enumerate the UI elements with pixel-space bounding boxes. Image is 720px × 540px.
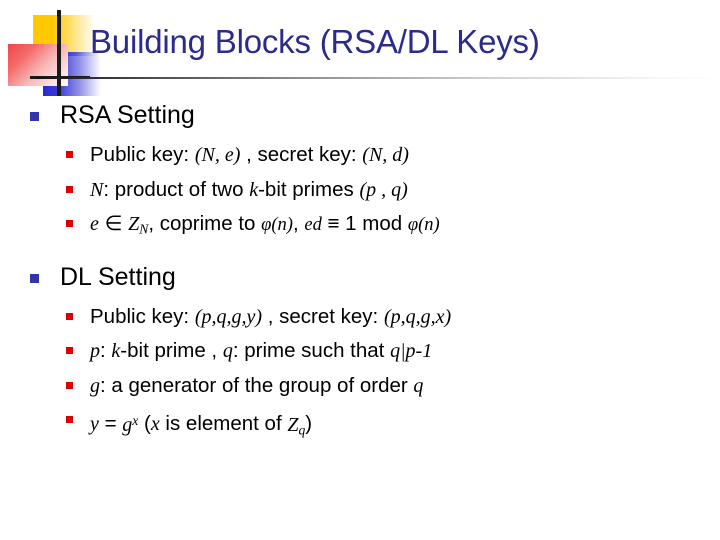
logo-vertical-crosshair <box>57 10 61 96</box>
square-bullet-icon <box>66 347 73 355</box>
list-item-text: Public key: (N, e) , secret key: (N, d) <box>90 143 409 166</box>
slide-logo-decoration <box>0 0 125 100</box>
rsa-bullet-list: Public key: (N, e) , secret key: (N, d) … <box>0 138 720 246</box>
list-item-text: N: product of two k-bit primes (p , q) <box>90 177 408 201</box>
section-heading-text: RSA Setting <box>60 101 195 129</box>
slide-body: RSA Setting Public key: (N, e) , secret … <box>0 98 720 446</box>
section-heading-text: DL Setting <box>60 262 176 291</box>
list-item-text: y = gx (x is element of Zq) <box>90 412 313 437</box>
list-item: g: a generator of the group of order q <box>66 369 720 404</box>
list-item-text: e ∈ ZN, coprime to φ(n), ed ≡ 1 mod φ(n) <box>90 212 440 237</box>
slide-title: Building Blocks (RSA/DL Keys) <box>90 23 540 60</box>
title-divider-rule <box>36 77 718 79</box>
square-bullet-icon <box>66 151 73 158</box>
square-bullet-icon <box>66 381 73 389</box>
square-bullet-icon <box>66 416 73 424</box>
square-bullet-icon <box>66 185 73 193</box>
list-item-text: p: k-bit prime , q: prime such that q|p-… <box>90 339 433 363</box>
section-rsa-setting: RSA Setting Public key: (N, e) , secret … <box>0 98 720 246</box>
list-item: N: product of two k-bit primes (p , q) <box>66 173 720 208</box>
list-item-text: g: a generator of the group of order q <box>90 373 424 397</box>
square-bullet-icon <box>30 273 39 283</box>
square-bullet-icon <box>30 112 39 121</box>
section-heading-row: DL Setting <box>30 260 720 294</box>
section-spacer <box>0 246 720 260</box>
list-item: Public key: (p,q,g,y) , secret key: (p,q… <box>66 300 720 335</box>
list-item: e ∈ ZN, coprime to φ(n), ed ≡ 1 mod φ(n) <box>66 207 720 246</box>
list-item-text: Public key: (p,q,g,y) , secret key: (p,q… <box>90 304 452 328</box>
square-bullet-icon <box>66 312 73 320</box>
square-bullet-icon <box>66 220 73 227</box>
section-heading-row: RSA Setting <box>30 98 720 132</box>
list-item: y = gx (x is element of Zq) <box>66 403 720 446</box>
list-item: p: k-bit prime , q: prime such that q|p-… <box>66 334 720 369</box>
dl-bullet-list: Public key: (p,q,g,y) , secret key: (p,q… <box>0 300 720 447</box>
section-dl-setting: DL Setting Public key: (p,q,g,y) , secre… <box>0 260 720 447</box>
list-item: Public key: (N, e) , secret key: (N, d) <box>66 138 720 173</box>
